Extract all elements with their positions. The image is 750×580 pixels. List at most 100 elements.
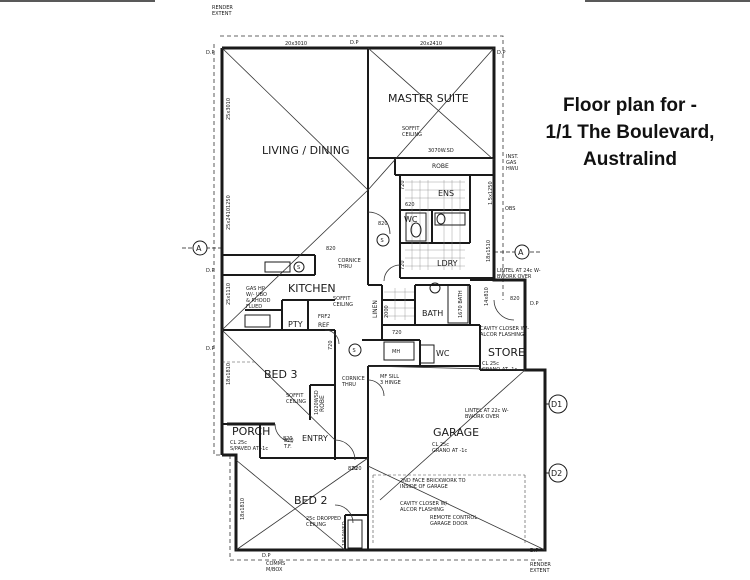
room-store: STORE [488, 346, 525, 359]
toilet-icon [405, 212, 427, 242]
dim-door-720-d: 720 [328, 340, 334, 350]
door-swing-4 [274, 423, 294, 443]
dim-door-720-a: 720 [400, 180, 406, 190]
note-obs: OBS [505, 206, 515, 212]
downpipe-5: D.P [530, 301, 538, 307]
dim-right-3: 14x810 [484, 287, 490, 306]
title-line-3: Australind [583, 149, 677, 170]
door-swing-7 [367, 379, 385, 397]
section-a-right-marker: A [518, 248, 524, 257]
room-garage: GARAGE [433, 426, 479, 439]
room-pantry: PTY [288, 320, 303, 329]
downpipe-2: D.P [350, 40, 358, 46]
fixtures [244, 212, 469, 549]
dim-door-820-a: 820 [378, 221, 388, 227]
cooktop-icon [244, 314, 271, 328]
note-lintel-1: LINTEL AT 24c W-BWORK OVER [497, 268, 541, 280]
dim-left-4: 18x1810 [226, 363, 232, 385]
door-swing-2 [383, 264, 401, 282]
dim-left-1: 25x3010 [226, 98, 232, 120]
room-fridge: REF [318, 322, 330, 329]
room-bath: BATH [422, 309, 443, 318]
hidden-lines [222, 361, 526, 545]
room-ensuite: ENS [438, 189, 454, 198]
wc2-toilet-icon [419, 344, 435, 364]
basin2-icon [429, 282, 441, 294]
dim-door-820-e: 820 [283, 436, 293, 442]
room-wc-2: WC [436, 349, 450, 358]
section-markers: A A D1 D2 [182, 240, 568, 483]
dimension-labels: 20x3010 20x2410 25x3010 25x24101250 25x1… [226, 41, 520, 546]
title-line-2: 1/1 The Boulevard, [545, 122, 715, 143]
room-robe-bed3: ROBE [319, 395, 326, 412]
downpipe-labels: D.P D.P D.P D.P D.P D.P D.P D.P [206, 40, 538, 559]
door-swing-1 [367, 211, 391, 235]
dim-bath-size: 1670 BATH [458, 290, 464, 318]
downpipe-4: D.P [206, 268, 214, 274]
smoke-detector-3: S [297, 265, 300, 271]
title-line-1: Floor plan for - [562, 95, 698, 116]
note-cavity-closer-2: CAVITY CLOSER W/-ALCOR FLASHING [400, 501, 449, 513]
section-a-left-marker: A [196, 244, 202, 253]
room-porch: PORCH [232, 425, 270, 438]
dim-left-5: 18x1810 [240, 498, 246, 520]
room-bed-3: BED 3 [264, 368, 297, 381]
d1-marker: D1 [551, 400, 562, 409]
dim-top-right: 20x2410 [420, 41, 442, 47]
kitchen-sink-icon [264, 261, 291, 273]
note-lintel-2: LINTEL AT 22c W-BWORK OVER [465, 408, 509, 420]
d2-marker: D2 [551, 469, 562, 478]
door-swing-3 [334, 439, 356, 461]
smoke-detector-1: S [381, 238, 384, 244]
room-labels: MASTER SUITE LIVING / DINING KITCHEN BED… [232, 92, 525, 507]
door-swing-5 [324, 329, 340, 345]
dim-1810wsd: 1810WSD [342, 521, 348, 546]
dim-2000: 2000 [384, 305, 390, 318]
room-wc-1: WC [404, 215, 418, 224]
room-master-suite: MASTER SUITE [388, 92, 469, 105]
dim-left-3: 25x1110 [226, 283, 232, 305]
dim-right-1: 1.5x1250 [488, 181, 494, 205]
room-laundry: LDRY [437, 259, 458, 268]
plan-title: Floor plan for - 1/1 The Boulevard, Aust… [520, 92, 740, 173]
note-cavity-closer-1: CAVITY CLOSER W/-ALCOR FLASHING [480, 326, 529, 338]
meter-box-icon [383, 341, 415, 361]
downpipe-8: D.P [262, 553, 270, 559]
note-robe-size: 3070W.SD [428, 148, 454, 154]
room-linen: LINEN [372, 300, 379, 318]
dim-door-820-d: 820 [510, 296, 520, 302]
smoke-detectors: S S S [293, 233, 390, 357]
door-swing-8 [334, 504, 354, 524]
smoke-detector-2: S [353, 348, 356, 354]
downpipe-3: D.P [497, 50, 505, 56]
room-bed-2: BED 2 [294, 494, 327, 507]
meter-box-label: MH [392, 349, 400, 355]
dim-door-620: 620 [405, 202, 415, 208]
dim-top-left: 20x3010 [285, 41, 307, 47]
dim-door-820-c: 820 [348, 466, 358, 472]
dim-door-720-b: 720 [400, 260, 406, 270]
dim-right-2: 18x1510 [486, 240, 492, 262]
room-entry: ENTRY [302, 434, 328, 443]
vanity-icon [434, 212, 466, 226]
bath-tub-icon [447, 284, 469, 324]
roof-hip-lines [221, 47, 546, 551]
downpipe-6: D.P [206, 346, 214, 352]
dim-door-820-b: 820 [326, 246, 336, 252]
